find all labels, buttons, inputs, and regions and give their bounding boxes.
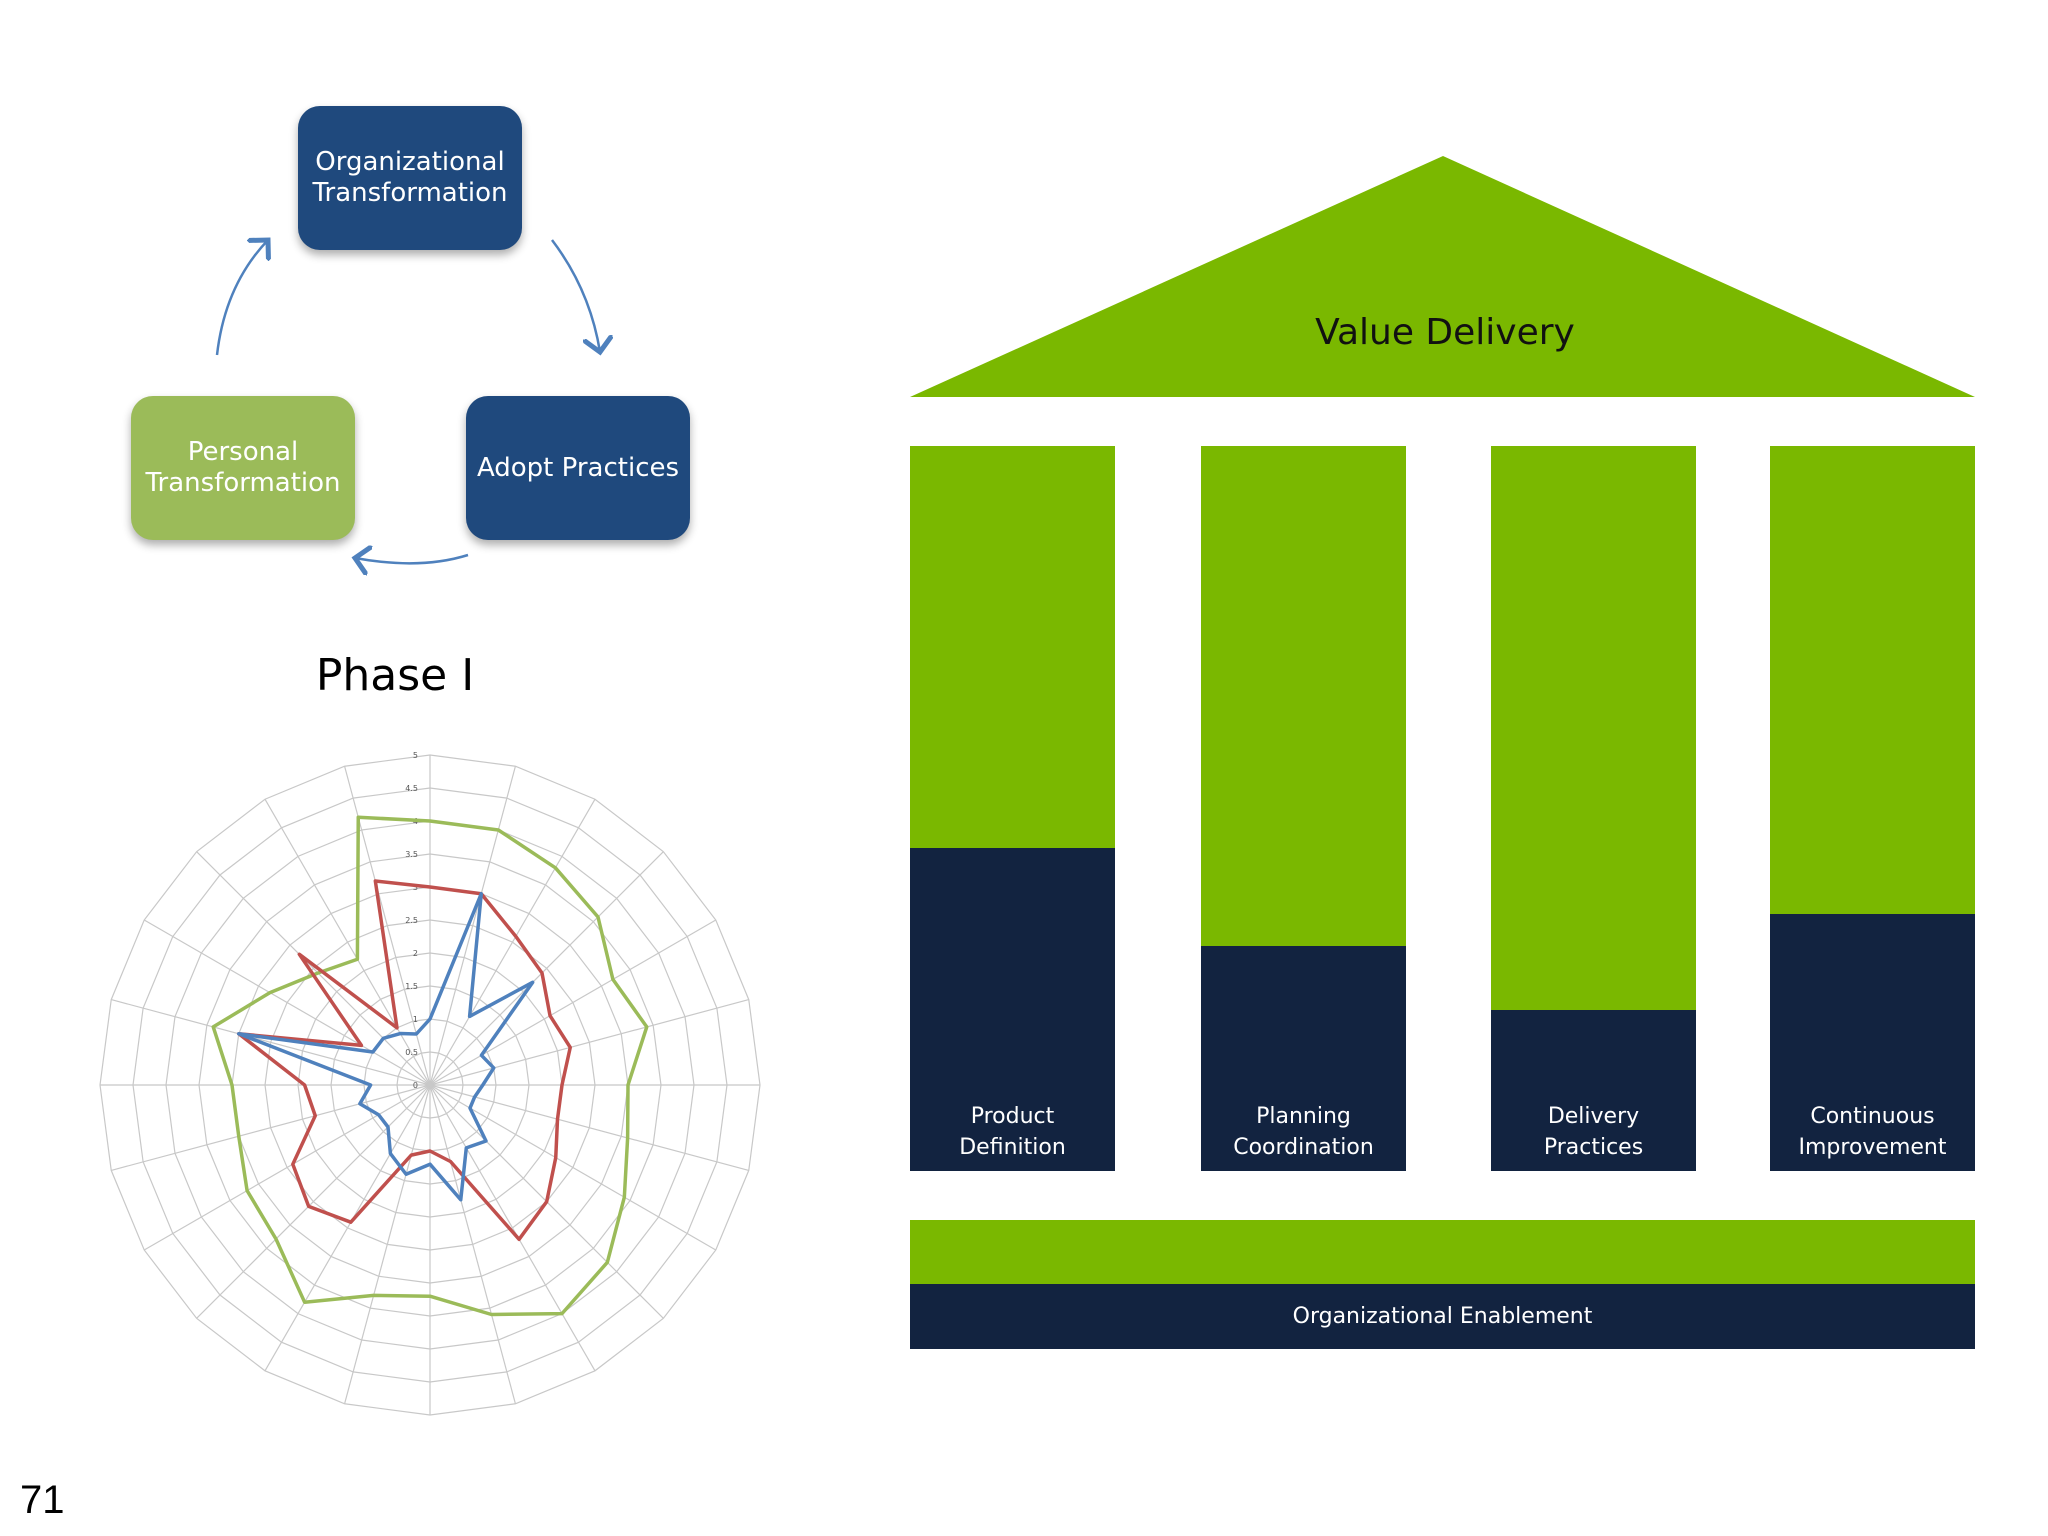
radar-scale-label: 3.5	[405, 850, 418, 859]
radar-spoke	[429, 919, 717, 1086]
radar-spoke	[111, 1084, 431, 1171]
radar-spoke	[143, 919, 431, 1086]
radar-spoke	[196, 851, 431, 1086]
radar-spoke	[264, 798, 431, 1086]
arrow-org-to-adopt	[551, 239, 600, 352]
pillar-base	[1770, 913, 1975, 1171]
foundation-base: Organizational Enablement	[910, 1284, 1975, 1349]
radar-spoke	[143, 1084, 431, 1251]
radar-scale-label: 1	[413, 1015, 418, 1024]
roof	[910, 156, 1975, 397]
personal-transformation-box: Personal Transformation	[131, 396, 355, 540]
adopt-practices-box: Adopt Practices	[466, 396, 690, 540]
pillar-label: Continuous Improvement	[1798, 1104, 1947, 1160]
radar-spoke	[429, 999, 749, 1086]
pillar-base	[1201, 946, 1406, 1171]
foundation-label: Organizational Enablement	[1292, 1304, 1593, 1329]
radar-scale-label: 4.5	[405, 784, 418, 793]
radar-spoke	[429, 798, 596, 1086]
radar-scale-label: 0.5	[405, 1048, 418, 1057]
radar-spoke	[344, 1084, 431, 1404]
radar-spoke	[429, 1084, 717, 1251]
page-number: 71	[20, 1478, 65, 1522]
pillar-delivery-practices: Delivery Practices	[1491, 446, 1696, 1171]
radar-spoke	[264, 1084, 431, 1372]
foundation-top	[910, 1220, 1975, 1284]
cycle-arrows	[215, 0, 760, 600]
radar-series-line	[211, 815, 649, 1317]
radar-chart: 00.511.522.533.544.55	[99, 751, 761, 1416]
org-transformation-box: Organizational Transformation	[298, 106, 522, 250]
pillar-label: Product Definition	[959, 1104, 1066, 1160]
radar-series-line	[236, 879, 573, 1242]
pillar-base	[1491, 1010, 1696, 1171]
radar-scale-label: 2	[413, 949, 418, 958]
radar-spoke	[111, 999, 431, 1086]
pillar-label: Delivery Practices	[1543, 1104, 1644, 1160]
radar-spoke	[429, 1084, 596, 1372]
radar-spoke	[429, 766, 516, 1086]
pillar-base	[910, 848, 1115, 1171]
arrow-adopt-to-personal	[355, 555, 469, 563]
radar-series-line	[236, 891, 535, 1202]
radar-scale-label: 2.5	[405, 916, 418, 925]
roof-triangle	[910, 156, 1975, 397]
radar-scale-label: 5	[413, 751, 418, 760]
pillar-label: Planning Coordination	[1233, 1104, 1374, 1160]
radar-spoke	[429, 1084, 749, 1171]
radar-spoke	[429, 1084, 516, 1404]
radar-scale-label: 0	[413, 1081, 418, 1090]
pillar-product-definition: Product Definition	[910, 446, 1115, 1171]
pillar-planning-coordination: Planning Coordination	[1201, 446, 1406, 1171]
phase-title: Phase I	[315, 650, 475, 701]
radar-scale-label: 1.5	[405, 982, 418, 991]
roof-label: Value Delivery	[1315, 312, 1575, 353]
pillar-continuous-improvement: Continuous Improvement	[1770, 446, 1975, 1171]
radar-scale-label: 3	[413, 883, 418, 892]
radar-spoke	[429, 851, 664, 1086]
radar-spoke	[196, 1084, 431, 1319]
arrow-personal-to-org	[215, 240, 268, 356]
